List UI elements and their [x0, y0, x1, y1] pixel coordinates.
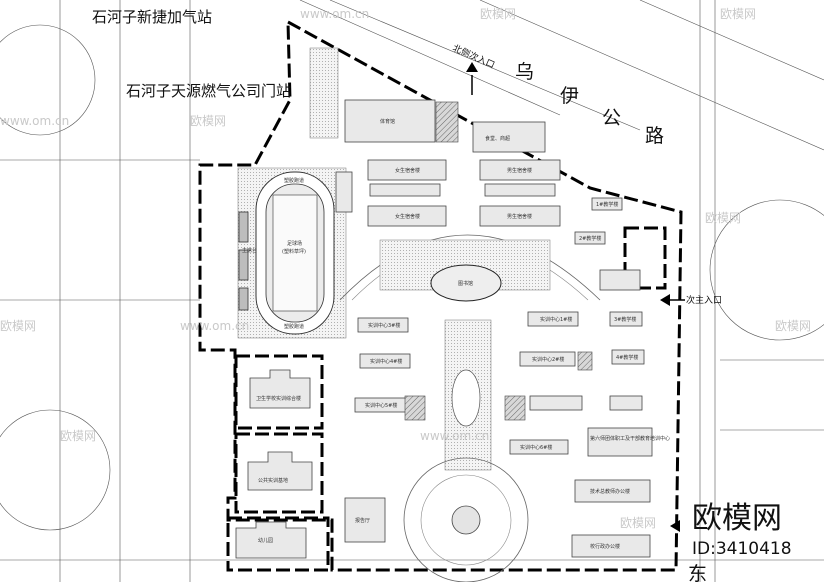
road-char-lu: 路 [645, 125, 664, 147]
sports-area [237, 167, 353, 339]
auditorium-label: 报告厅 [355, 517, 370, 524]
east-bottom-arrow [670, 520, 680, 532]
site-boundary [198, 19, 683, 572]
svg-text:欧模网: 欧模网 [620, 516, 656, 530]
training-centers [354, 311, 593, 455]
gas-company-label: 石河子天源燃气公司门站 [126, 82, 291, 100]
dorm-m1-label: 男生宿舍楼 [507, 167, 532, 174]
kindergarten-boundary [226, 516, 330, 572]
canteen-label: 食堂、商超 [485, 135, 510, 142]
dorm-f2-label: 女生宿舍楼 [395, 213, 420, 220]
road-char-gong: 公 [602, 107, 621, 129]
north-cluster [309, 47, 561, 227]
svg-text:www.om.cn: www.om.cn [0, 114, 69, 128]
svg-text:www.om.cn: www.om.cn [420, 429, 489, 443]
watermark-small-marks: 欧模网 欧模网 欧模网 欧模网 欧模网 欧模网 欧模网 欧模网 www.om.c… [0, 7, 811, 530]
teacher-office-label: 技术总教师办公楼 [590, 488, 630, 495]
training4-label: 实训中心4#楼 [370, 358, 402, 365]
svg-text:欧模网: 欧模网 [190, 114, 226, 128]
kindergarten-label: 幼儿园 [258, 537, 273, 544]
staff-training-label: 第六师团体职工及干部教育培训中心 [590, 435, 670, 442]
west-blocks [235, 369, 386, 559]
svg-text:欧模网: 欧模网 [60, 429, 96, 443]
track-label-bottom: 塑胶跑道 [284, 323, 304, 330]
track-label-top: 塑胶跑道 [284, 177, 304, 184]
road-char-yi: 伊 [560, 85, 579, 107]
admin-label: 校行政办公楼 [590, 543, 620, 550]
svg-text:欧模网: 欧模网 [720, 7, 756, 21]
football-sub-label: (塑料草坪) [282, 248, 306, 255]
gym-label: 体育馆 [380, 118, 395, 125]
svg-text:欧模网: 欧模网 [705, 211, 741, 225]
watermark-id: ID:3410418 [692, 539, 792, 559]
training6-label: 实训中心6#楼 [520, 444, 552, 451]
dorm-f1-label: 女生宿舍楼 [395, 167, 420, 174]
training3-label: 实训中心3#楼 [368, 322, 400, 329]
secondary-main-entrance-label: 次主入口 [686, 294, 722, 306]
east-buildings [571, 197, 653, 558]
stand-label: 主席台 [242, 247, 257, 254]
dorm-m2-label: 男生宿舍楼 [507, 213, 532, 220]
watermark-brand: 欧模网 [692, 501, 782, 536]
teaching4-label: 4#教学楼 [616, 354, 638, 361]
health-school-boundary [234, 354, 324, 430]
north-entrance-arrow [466, 62, 478, 95]
health-school-label: 卫生学校实训综合楼 [256, 395, 301, 402]
library-label: 图书馆 [458, 280, 473, 287]
public-training-boundary [234, 432, 324, 514]
east-entrance-arrow [660, 294, 685, 306]
teaching1-label: 1#教学楼 [596, 201, 618, 208]
east-lot-boundary [623, 226, 667, 290]
gas-station-label: 石河子新捷加气站 [92, 8, 212, 26]
svg-text:www.om.cn: www.om.cn [300, 7, 369, 21]
public-training-label: 公共实训基地 [258, 477, 288, 484]
training2-label: 实训中心2#楼 [532, 356, 564, 363]
svg-text:欧模网: 欧模网 [480, 7, 516, 21]
teaching3-label: 3#教学楼 [614, 316, 636, 323]
road-char-wu: 乌 [515, 61, 534, 83]
training5-label: 实训中心5#楼 [365, 402, 397, 409]
football-label: 足球场 [287, 240, 302, 247]
teaching2-label: 2#教学楼 [579, 235, 601, 242]
central-plaza [339, 234, 601, 582]
svg-text:www.om.cn: www.om.cn [180, 319, 249, 333]
east-label: 东 [688, 563, 707, 582]
training1-label: 实训中心1#楼 [540, 316, 572, 323]
svg-text:欧模网: 欧模网 [775, 319, 811, 333]
svg-text:欧模网: 欧模网 [0, 319, 36, 333]
